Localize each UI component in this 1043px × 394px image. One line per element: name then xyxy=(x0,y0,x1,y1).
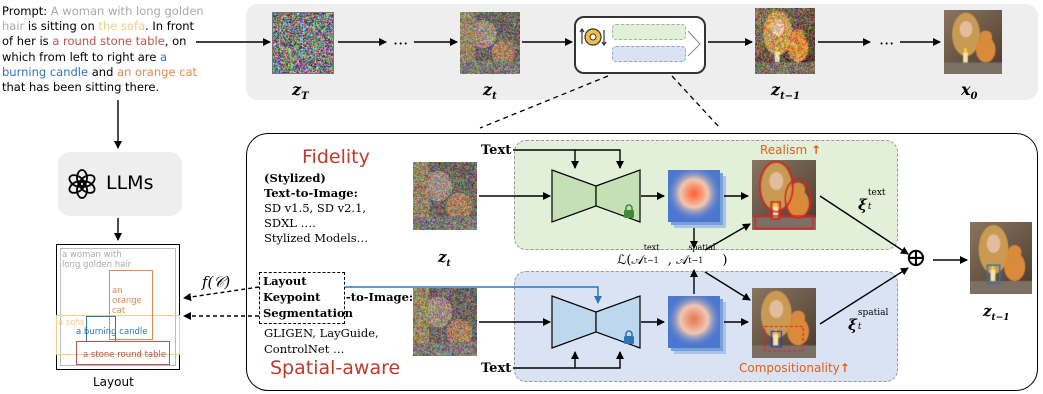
latent-zt-image xyxy=(460,12,520,74)
openai-logo-icon xyxy=(66,168,98,200)
spatial-models-2: ControlNet … xyxy=(264,342,345,356)
prompt-segment: Prompt: xyxy=(2,4,51,18)
fidelity-title: Fidelity xyxy=(302,146,370,168)
detail-zt-label: zt xyxy=(438,248,451,269)
spatial-layout: Layout xyxy=(263,274,307,288)
prompt-segment: , on xyxy=(164,34,187,49)
layout-label-sofa: a sofa xyxy=(58,318,84,328)
prompt-segment: that has been sitting there. xyxy=(2,80,160,95)
prompt-segment: which from left to right are xyxy=(2,49,160,64)
detail-zt-bottom xyxy=(413,288,477,356)
prompt-segment: hair xyxy=(2,19,25,34)
fidelity-t2i: Text-to-Image: xyxy=(264,186,358,200)
prompt-segment: an orange cat xyxy=(117,64,198,79)
attention-map-text xyxy=(668,170,720,222)
up-arrow-icon: ↑ xyxy=(810,143,822,157)
ellipsis-2: ··· xyxy=(879,34,895,53)
label-zt: zt xyxy=(483,80,497,103)
prompt-line: which from left to right are a xyxy=(2,50,204,65)
layout-box-cat xyxy=(109,270,153,340)
f-of-c-label: f(𝒞) xyxy=(202,273,231,291)
condition-type-box xyxy=(259,272,345,324)
prompt-segment: . In front xyxy=(145,19,195,34)
brain-gear-icon xyxy=(578,24,608,50)
fidelity-models-2: SDXL …. xyxy=(264,216,316,230)
prompt-segment: A woman with long golden xyxy=(50,4,204,18)
text-branch-bar xyxy=(612,24,686,40)
prompt-segment: burning candle xyxy=(2,64,89,79)
llms-label: LLMs xyxy=(106,172,154,194)
latent-zt1-image xyxy=(755,8,815,74)
text-input-bottom: Text xyxy=(481,361,512,376)
output-x0-image xyxy=(944,10,1002,74)
spatial-title: Spatial-aware xyxy=(270,357,401,379)
layout-label-candle: a burning candle xyxy=(76,327,148,337)
prompt-segment: of her is xyxy=(2,34,53,49)
attention-map-spatial xyxy=(668,296,720,348)
compositional-result-image xyxy=(752,288,816,358)
layout-box-woman xyxy=(60,248,176,366)
spatial-models-1: GLIGEN, LayGuide, xyxy=(264,326,379,340)
prompt-line: of her is a round stone table, on xyxy=(2,34,204,49)
label-zt1: zt−1 xyxy=(771,80,801,103)
label-zT: zT xyxy=(292,80,309,103)
compositionality-label: Compositionality↑ xyxy=(739,361,850,375)
layout-label-woman: a woman with long golden hair xyxy=(62,250,132,270)
text-input-top: Text xyxy=(481,143,512,158)
realism-result-image xyxy=(752,160,816,230)
label-x0: x0 xyxy=(961,80,978,103)
spatial-branch-bar xyxy=(612,46,686,62)
spatial-keypoint: Keypoint xyxy=(263,290,321,304)
prompt-line: burning candle and an orange cat xyxy=(2,65,204,80)
fidelity-models-1: SD v1.5, SD v2.1, xyxy=(264,201,367,215)
spatial-segmentation: Segmentation xyxy=(263,306,353,320)
output-zt1-image xyxy=(970,222,1032,294)
prompt-segment: the sofa xyxy=(98,19,146,34)
prompt-line: Prompt: A woman with long golden xyxy=(2,4,204,19)
spatial-to-image: -to-Image: xyxy=(346,290,414,304)
noise-latent-zT xyxy=(272,12,334,74)
layout-caption: Layout xyxy=(93,375,134,389)
prompt-segment: a round stone table xyxy=(52,34,165,49)
layout-box-sofa xyxy=(56,315,180,355)
realism-label: Realism ↑ xyxy=(760,143,822,157)
prompt-segment: is sitting on xyxy=(24,19,99,34)
layout-canvas xyxy=(56,244,180,370)
fidelity-models-3: Stylized Models… xyxy=(264,231,369,245)
detail-zt-top xyxy=(413,162,477,230)
layout-label-table: a stone round table xyxy=(83,350,167,360)
fidelity-stylized: (Stylized) xyxy=(264,171,326,185)
prompt-line: hair is sitting on the sofa. In front xyxy=(2,19,204,34)
prompt-segment: a xyxy=(160,49,168,64)
prompt-line: that has been sitting there. xyxy=(2,80,204,95)
output-zt1-label: zt−1 xyxy=(983,302,1010,323)
layout-label-cat: an orange cat xyxy=(112,286,142,316)
sum-operator-icon: ⊕ xyxy=(905,243,927,273)
layout-box-table xyxy=(76,341,170,365)
ellipsis-1: ··· xyxy=(393,34,409,53)
prompt-segment: and xyxy=(88,64,118,79)
up-arrow-icon: ↑ xyxy=(839,361,850,375)
